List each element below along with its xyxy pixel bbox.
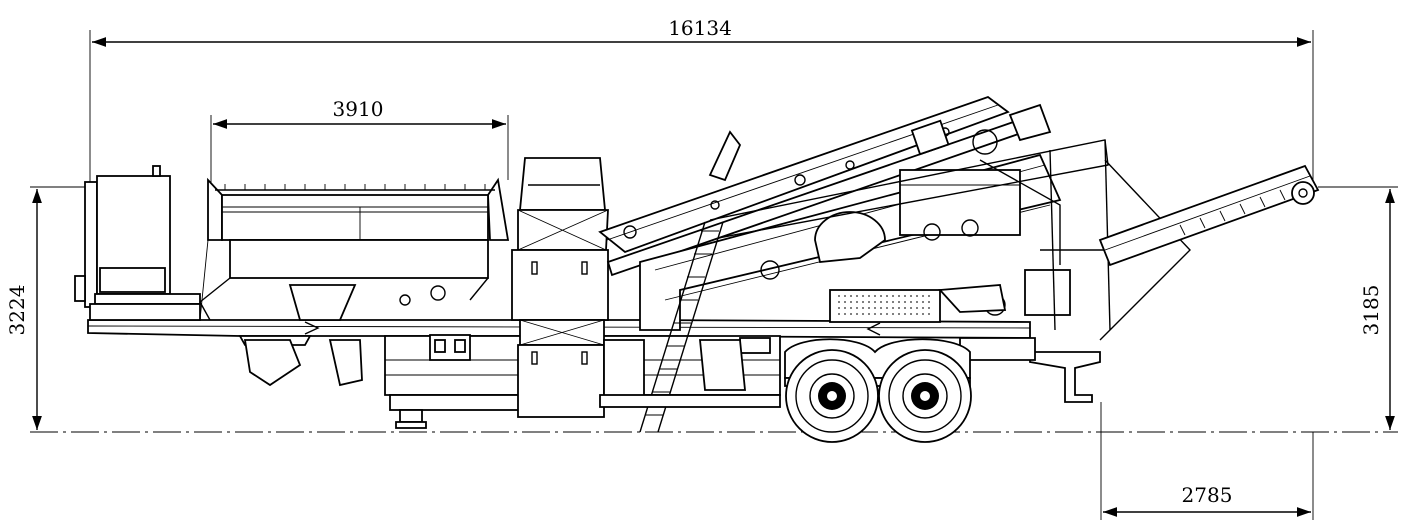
wheel-rear — [878, 349, 972, 443]
discharge-chute — [243, 284, 446, 387]
dimension-overall-length: 16134 — [89, 16, 1314, 230]
feed-hopper — [199, 177, 510, 321]
screen-box — [639, 153, 1071, 354]
machine-outline — [74, 95, 1320, 443]
side-conveyor — [1098, 164, 1320, 267]
guard-rail-frame — [709, 139, 1191, 341]
dimension-conveyor-height: 3185 — [1318, 186, 1398, 430]
wheel-front — [785, 349, 879, 443]
dimension-overall-height: 3224 — [5, 186, 100, 430]
overall-length-label: 16134 — [668, 16, 732, 40]
dimension-hopper-length: 3910 — [210, 97, 509, 195]
rear-overhang-label: 2785 — [1182, 483, 1233, 507]
central-tower — [511, 157, 609, 418]
overall-height-label: 3224 — [5, 285, 29, 336]
hopper-length-label: 3910 — [333, 97, 384, 121]
dimension-rear-overhang: 2785 — [1100, 402, 1314, 520]
rear-support — [959, 337, 1101, 403]
lower-equipment — [599, 339, 781, 408]
conveyor-height-label: 3185 — [1359, 285, 1383, 336]
power-unit — [74, 165, 201, 321]
main-conveyor — [598, 95, 1052, 277]
